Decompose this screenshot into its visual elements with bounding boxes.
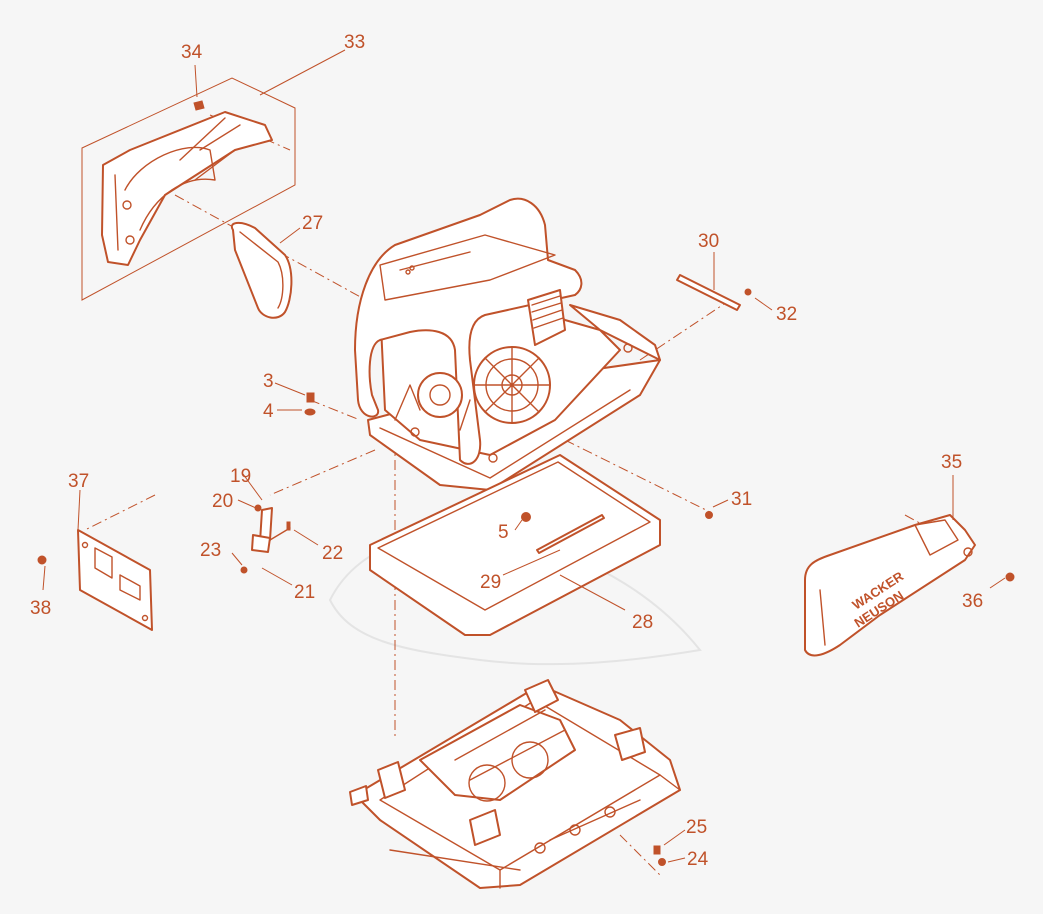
base-plate-assembly: [349, 679, 681, 889]
callout-32: 32: [776, 304, 797, 325]
callout-36: 36: [962, 591, 983, 612]
callout-5: 5: [498, 522, 509, 543]
callout-27: 27: [302, 213, 323, 234]
bracket-assembly: [251, 507, 291, 553]
callout-30: 30: [698, 231, 719, 252]
leader-lines: [42, 49, 1006, 863]
callout-25: 25: [686, 817, 707, 838]
callout-3: 3: [263, 371, 274, 392]
callout-19: 19: [230, 466, 251, 487]
callout-20: 20: [212, 491, 233, 512]
callout-22: 22: [322, 543, 343, 564]
callout-34: 34: [181, 42, 203, 63]
callout-21: 21: [294, 582, 315, 603]
callout-35: 35: [941, 452, 962, 473]
rod: [536, 514, 605, 554]
engine-assembly: [354, 197, 661, 491]
callout-23: 23: [200, 540, 221, 561]
hardware: [37, 100, 1015, 866]
callout-33: 33: [344, 32, 365, 53]
belt-guard-assembly: [81, 77, 296, 301]
callout-28: 28: [632, 612, 653, 633]
callout-24: 24: [687, 849, 709, 870]
callout-4: 4: [263, 401, 274, 422]
callouts: 34 33 27 30 32 3 4 37 19 20 22 23 21 38 …: [30, 32, 983, 870]
tray: [369, 454, 661, 636]
callout-38: 38: [30, 598, 51, 619]
v-belt: [230, 222, 293, 319]
side-cover: WACKER NEUSON: [804, 514, 976, 657]
strap: [676, 274, 741, 311]
callout-29: 29: [480, 572, 501, 593]
callout-31: 31: [731, 489, 752, 510]
callout-37: 37: [68, 471, 89, 492]
cover-plate: [77, 529, 153, 631]
